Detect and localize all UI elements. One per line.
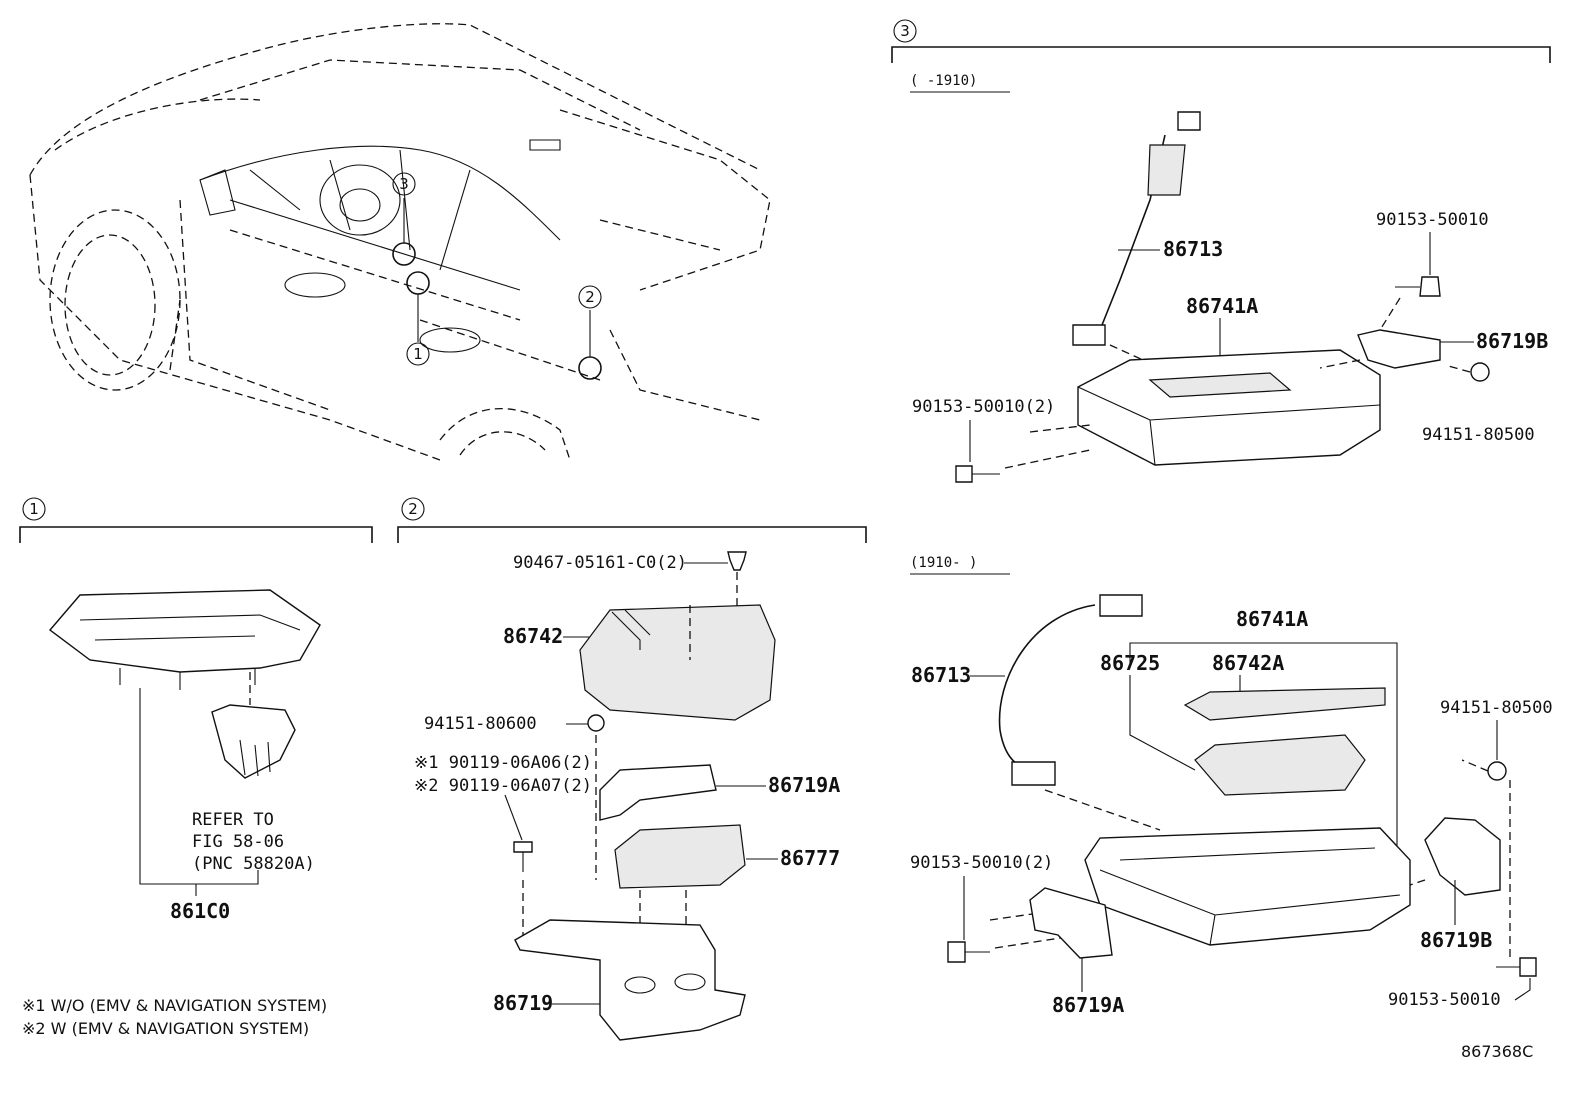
part-86719: 86719 (493, 991, 553, 1015)
refer-line-3: (PNC 58820A) (192, 854, 315, 874)
part-86725: 86725 (1100, 651, 1160, 675)
section-2-number: 2 (408, 500, 418, 518)
marker-2-label: 2 (585, 288, 595, 306)
part-94151-lower: 94151-80500 (1440, 698, 1553, 718)
marker-3-label: 3 (399, 175, 409, 193)
part-90153-upper-2: 90153-50010(2) (912, 397, 1055, 417)
receiver-86741a-lower (1084, 827, 1411, 946)
bracket-86719a-lower (1029, 887, 1113, 959)
receiver-86741a-upper (1077, 349, 1381, 466)
bracket-86719b-lower (1424, 817, 1501, 896)
section-2: 2 90467-05161-C0(2) 86742 94151-80600 ※1… (397, 497, 867, 1041)
board-86742a (1183, 687, 1386, 721)
part-86719b-lower: 86719B (1420, 928, 1492, 952)
part-90153-top: 90153-50010 (1376, 210, 1489, 230)
module-86777 (614, 824, 746, 889)
section-1-number: 1 (29, 500, 39, 518)
refer-line-1: REFER TO (192, 810, 274, 830)
part-90153-lower: 90153-50010 (1388, 990, 1501, 1010)
antenna-86725 (1194, 734, 1366, 796)
part-86777: 86777 (780, 846, 840, 870)
lower-period: (1910- ) (910, 555, 977, 571)
part-86713-upper: 86713 (1163, 237, 1223, 261)
section-3-lower: (1910- ) 86741A 86713 86725 86742A (910, 555, 1553, 1017)
bracket-86719b-upper (1357, 329, 1441, 369)
part-90153-lower-2: 90153-50010(2) (910, 853, 1053, 873)
part-86741a-upper: 86741A (1186, 294, 1258, 318)
console-tray (48, 589, 321, 673)
refer-line-2: FIG 58-06 (192, 832, 284, 852)
part-86719a-s2: 86719A (768, 773, 840, 797)
bracket-86719 (514, 919, 746, 1041)
part-94151-80600: 94151-80600 (424, 714, 537, 734)
cover-86742 (579, 604, 776, 721)
part-90467: 90467-05161-C0(2) (513, 553, 687, 573)
part-86719a-lower: 86719A (1052, 993, 1124, 1017)
section-1: 1 REFER TO FIG 58-06 (PNC 58820A) 861C0 (19, 497, 373, 923)
part-86742: 86742 (503, 624, 563, 648)
upper-period: ( -1910) (910, 73, 977, 89)
section-3-number: 3 (900, 22, 910, 40)
part-86719b-upper: 86719B (1476, 329, 1548, 353)
part-bolt-1: ※1 90119-06A06(2) (414, 753, 592, 773)
part-86741a-lower: 86741A (1236, 607, 1308, 631)
socket-module (211, 704, 296, 779)
section-3: 3 ( -1910) 86713 90153-50010 86741A (891, 19, 1553, 1017)
marker-1-label: 1 (413, 345, 423, 363)
part-94151-upper: 94151-80500 (1422, 425, 1535, 445)
part-86713-lower: 86713 (911, 663, 971, 687)
figure-code: 867368C (1461, 1042, 1533, 1061)
part-86742a: 86742A (1212, 651, 1284, 675)
footnote-1: ※1 W/O (EMV & NAVIGATION SYSTEM) (22, 996, 327, 1015)
part-bolt-2: ※2 90119-06A07(2) (414, 776, 592, 796)
footnote-2: ※2 W (EMV & NAVIGATION SYSTEM) (22, 1019, 309, 1038)
part-861c0: 861C0 (170, 899, 230, 923)
bracket-86719a-s2 (599, 764, 717, 821)
section-3-upper: ( -1910) 86713 90153-50010 86741A 86 (910, 73, 1548, 483)
vehicle-overview: 3 1 2 (29, 23, 771, 461)
